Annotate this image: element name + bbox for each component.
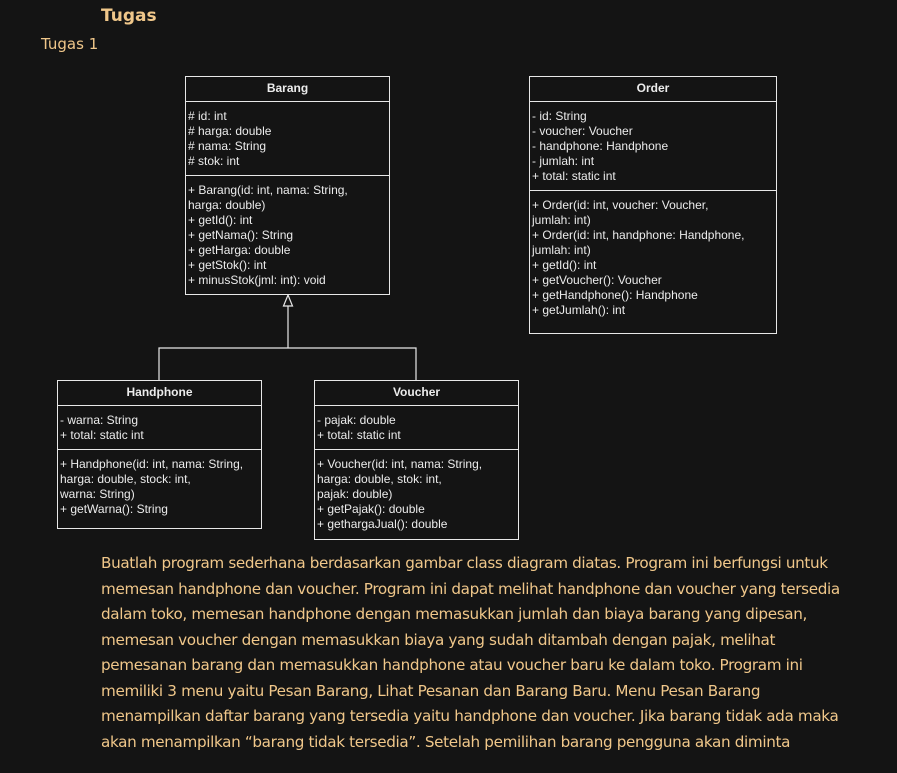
paragraph-line: pemesanan barang dan memasukkan handphon… bbox=[101, 656, 803, 674]
member-line: + getWarna(): String bbox=[60, 502, 168, 516]
member-line: + Order(id: int, voucher: Voucher, bbox=[532, 198, 709, 212]
member-line: pajak: double) bbox=[317, 487, 393, 501]
attributes-section: - pajak: double+ total: static int bbox=[315, 406, 518, 450]
attributes-section: # id: int# harga: double# nama: String# … bbox=[186, 102, 389, 176]
member-line: harga: double, stock: int, bbox=[60, 472, 191, 486]
member-line: - handphone: Handphone bbox=[532, 139, 669, 153]
class-order: Order - id: String- voucher: Voucher- ha… bbox=[529, 76, 777, 334]
class-voucher: Voucher - pajak: double+ total: static i… bbox=[314, 380, 519, 540]
section-subheading: Tugas 1 bbox=[41, 35, 99, 53]
paragraph-line: memesan voucher dengan memasukkan biaya … bbox=[101, 630, 776, 649]
generalization-arrowhead bbox=[282, 293, 294, 307]
paragraph-line: memesan handphone dan voucher. Program i… bbox=[101, 579, 840, 598]
class-barang: Barang # id: int# harga: double# nama: S… bbox=[185, 76, 390, 295]
methods-section: + Barang(id: int, nama: String,harga: do… bbox=[186, 176, 389, 294]
member-line: + Handphone(id: int, nama: String, bbox=[60, 457, 244, 471]
member-line: - jumlah: int bbox=[532, 154, 595, 168]
member-line: + minusStok(jml: int): void bbox=[188, 273, 326, 287]
member-line: # stok: int bbox=[188, 154, 240, 168]
member-line: # id: int bbox=[188, 109, 227, 123]
member-line: + total: static int bbox=[317, 428, 401, 442]
class-name: Barang bbox=[186, 77, 389, 102]
member-line: + total: static int bbox=[532, 169, 616, 183]
member-line: harga: double) bbox=[188, 198, 266, 212]
member-line: - voucher: Voucher bbox=[532, 124, 633, 138]
paragraph-line: Buatlah program sederhana berdasarkan ga… bbox=[101, 554, 828, 572]
methods-section: + Order(id: int, voucher: Voucher,jumlah… bbox=[530, 191, 776, 324]
member-line: + getHarga: double bbox=[188, 243, 291, 257]
member-line: + getNama(): String bbox=[188, 228, 294, 242]
member-line: + total: static int bbox=[60, 428, 144, 442]
member-line: + getStok(): int bbox=[188, 258, 267, 272]
member-line: - id: String bbox=[532, 109, 587, 123]
member-line: + getPajak(): double bbox=[317, 502, 425, 516]
paragraph-line: memiliki 3 menu yaitu Pesan Barang, Liha… bbox=[101, 681, 761, 700]
assignment-description: Buatlah program sederhana berdasarkan ga… bbox=[101, 551, 871, 755]
member-line: + getId(): int bbox=[532, 258, 597, 272]
paragraph-line: menampilkan daftar barang yang tersedia … bbox=[101, 707, 839, 725]
paragraph-line: akan menampilkan “barang tidak tersedia”… bbox=[101, 732, 791, 751]
member-line: + getHandphone(): Handphone bbox=[532, 288, 698, 302]
methods-section: + Voucher(id: int, nama: String,harga: d… bbox=[315, 450, 518, 538]
member-line: - pajak: double bbox=[317, 413, 396, 427]
attributes-section: - warna: String+ total: static int bbox=[58, 406, 261, 450]
section-heading: Tugas bbox=[101, 6, 157, 26]
class-name: Handphone bbox=[58, 381, 261, 406]
member-line: + gethargaJual(): double bbox=[317, 517, 448, 531]
member-line: + getJumlah(): int bbox=[532, 303, 626, 317]
member-line: + Barang(id: int, nama: String, bbox=[188, 183, 348, 197]
methods-section: + Handphone(id: int, nama: String,harga:… bbox=[58, 450, 261, 523]
member-line: # nama: String bbox=[188, 139, 267, 153]
member-line: + getVoucher(): Voucher bbox=[532, 273, 662, 287]
member-line: + Order(id: int, handphone: Handphone, bbox=[532, 228, 745, 242]
class-name: Order bbox=[530, 77, 776, 102]
class-handphone: Handphone - warna: String+ total: static… bbox=[57, 380, 262, 529]
paragraph-line: dalam toko, memesan handphone dengan mem… bbox=[101, 605, 807, 623]
member-line: + Voucher(id: int, nama: String, bbox=[317, 457, 483, 471]
member-line: # harga: double bbox=[188, 124, 272, 138]
attributes-section: - id: String- voucher: Voucher- handphon… bbox=[530, 102, 776, 191]
class-name: Voucher bbox=[315, 381, 518, 406]
member-line: jumlah: int) bbox=[532, 243, 591, 257]
member-line: jumlah: int) bbox=[532, 213, 591, 227]
member-line: - warna: String bbox=[60, 413, 139, 427]
member-line: warna: String) bbox=[60, 487, 135, 501]
member-line: harga: double, stok: int, bbox=[317, 472, 442, 486]
member-line: + getId(): int bbox=[188, 213, 253, 227]
